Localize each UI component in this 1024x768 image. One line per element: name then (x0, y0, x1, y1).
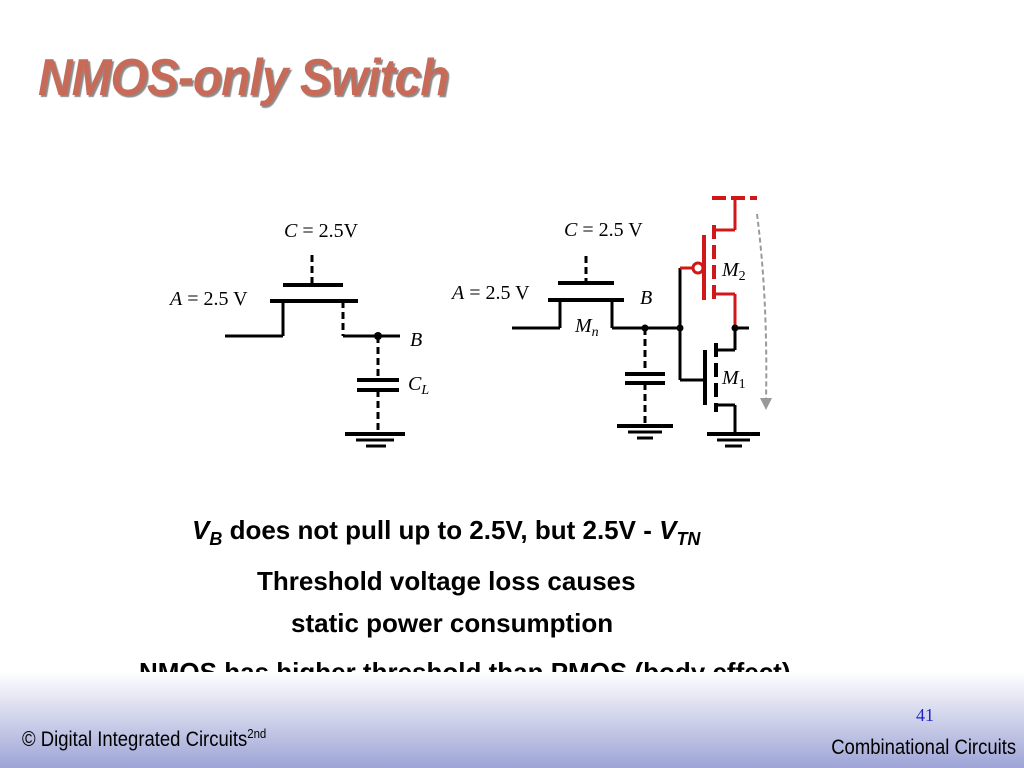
note-line-2: Threshold voltage loss causes (257, 566, 636, 596)
right-node-label: B (640, 287, 652, 309)
right-source-label: A = 2.5 V (450, 282, 530, 304)
pass-transistor-label: Mn (574, 315, 599, 340)
slide-title: NMOS-only Switch (38, 49, 449, 107)
nmos-label: M1 (721, 367, 746, 392)
left-source-label: A = 2.5 V (168, 288, 248, 310)
right-gate-label: C = 2.5 V (564, 219, 643, 241)
right-circuit: C = 2.5 V A = 2.5 V B Mn M2 M1 (450, 196, 772, 448)
footer-band (0, 672, 1024, 768)
left-circuit: C = 2.5V A = 2.5 V B CL (168, 220, 429, 448)
left-node-label: B (410, 329, 422, 351)
pmos-label: M2 (721, 259, 746, 284)
note-line-3: static power consumption (291, 608, 614, 638)
footer-left: © Digital Integrated Circuits2nd (22, 726, 267, 751)
footer-right: Combinational Circuits (831, 736, 1016, 759)
static-current-arrow (756, 213, 768, 401)
static-current-arrowhead (760, 398, 772, 410)
page-number: 41 (916, 705, 934, 725)
left-gate-label: C = 2.5V (284, 220, 359, 242)
note-line-1: VB does not pull up to 2.5V, but 2.5V - … (192, 515, 701, 550)
left-cap-label: CL (408, 373, 429, 398)
pmos-gate-bubble (691, 261, 705, 275)
